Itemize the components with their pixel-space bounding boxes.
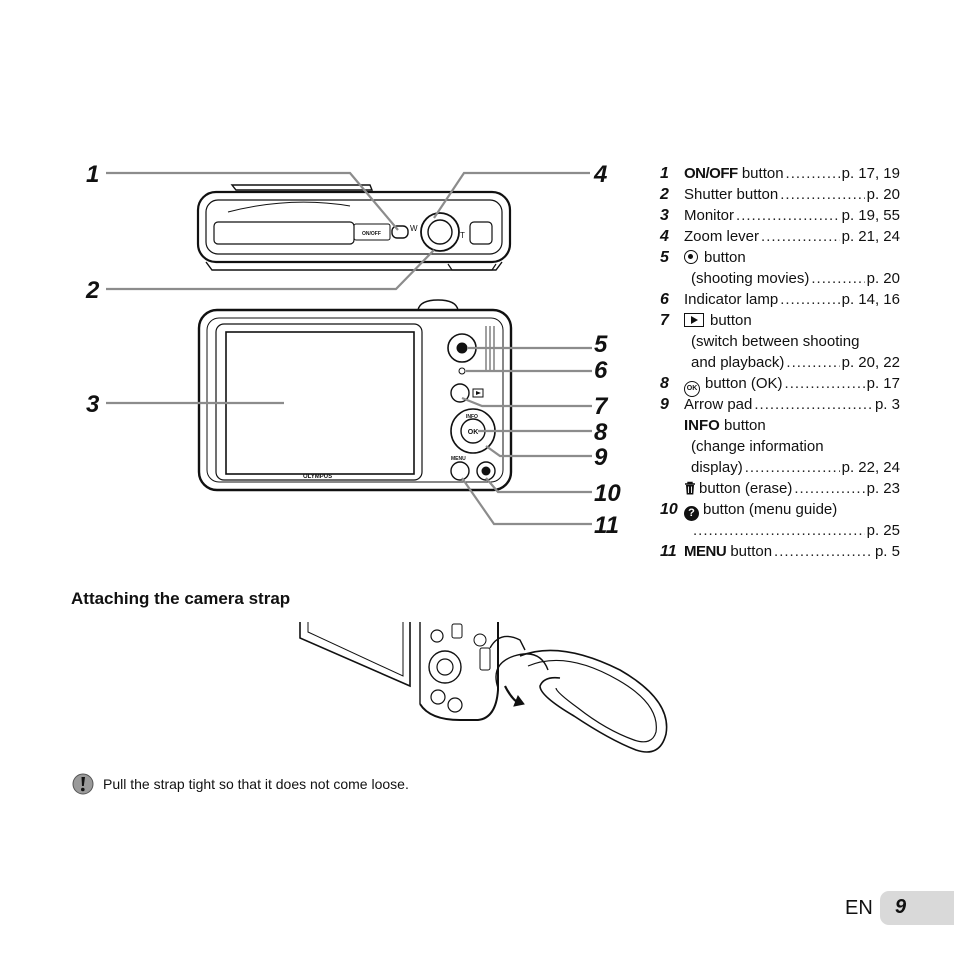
callout-4: 4 xyxy=(593,161,607,188)
caution-text: Pull the strap tight so that it does not… xyxy=(103,776,409,792)
callout-11: 11 xyxy=(594,512,619,539)
callout-3: 3 xyxy=(86,391,100,418)
part-7-detail-1: (switch between shooting xyxy=(691,333,860,350)
zoom-w-label: W xyxy=(410,224,418,233)
part-10-page: p. 25 xyxy=(660,520,900,541)
caution-note: Pull the strap tight so that it does not… xyxy=(72,773,409,795)
record-circle-icon xyxy=(684,250,698,264)
callout-numbers: 1 2 3 4 5 6 7 8 9 10 11 xyxy=(85,161,621,539)
caution-icon xyxy=(72,773,94,795)
leader-lines xyxy=(106,171,592,526)
part-3: 3Monitorp. 19, 55 xyxy=(660,205,900,226)
playback-icon xyxy=(684,313,704,327)
strap-illustration xyxy=(299,622,668,753)
menu-label: MENU xyxy=(451,456,466,462)
callout-8: 8 xyxy=(594,419,608,446)
trash-icon xyxy=(685,481,695,495)
language-label: EN xyxy=(845,897,873,919)
callout-1: 1 xyxy=(86,161,99,188)
brand-logo: OLYMPUS xyxy=(303,474,332,480)
question-icon: ? xyxy=(684,506,699,521)
part-9-detail-1: (change information xyxy=(691,438,824,455)
onoff-label: ON/OFF xyxy=(362,231,381,237)
part-9-info: INFO button xyxy=(684,417,766,434)
callout-2: 2 xyxy=(85,277,100,304)
ok-label: OK xyxy=(468,429,479,436)
camera-diagram: ON/OFF W T INFO OK MENU OLYMPUS xyxy=(85,161,621,539)
part-10: 10?button (menu guide) xyxy=(660,501,838,521)
callout-5: 5 xyxy=(594,331,608,358)
zoom-t-label: T xyxy=(460,231,465,240)
part-7-detail-2: and playback)p. 20, 22 xyxy=(660,352,900,373)
callout-9: 9 xyxy=(594,444,608,471)
ok-icon: OK xyxy=(684,380,700,397)
part-9-detail-2: display)p. 22, 24 xyxy=(660,457,900,478)
callout-10: 10 xyxy=(594,480,621,507)
page-number: 9 xyxy=(895,896,907,918)
callout-6: 6 xyxy=(594,357,608,384)
part-5-detail: (shooting movies)p. 20 xyxy=(660,268,900,289)
part-9-erase: button (erase)p. 23 xyxy=(660,478,900,499)
info-label: INFO xyxy=(466,414,478,420)
page-tab xyxy=(880,891,954,925)
callout-7: 7 xyxy=(594,393,609,420)
part-1: 1ON/OFF buttonp. 17, 19 xyxy=(660,163,900,184)
camera-top-view xyxy=(196,184,512,271)
section-heading: Attaching the camera strap xyxy=(71,589,291,608)
